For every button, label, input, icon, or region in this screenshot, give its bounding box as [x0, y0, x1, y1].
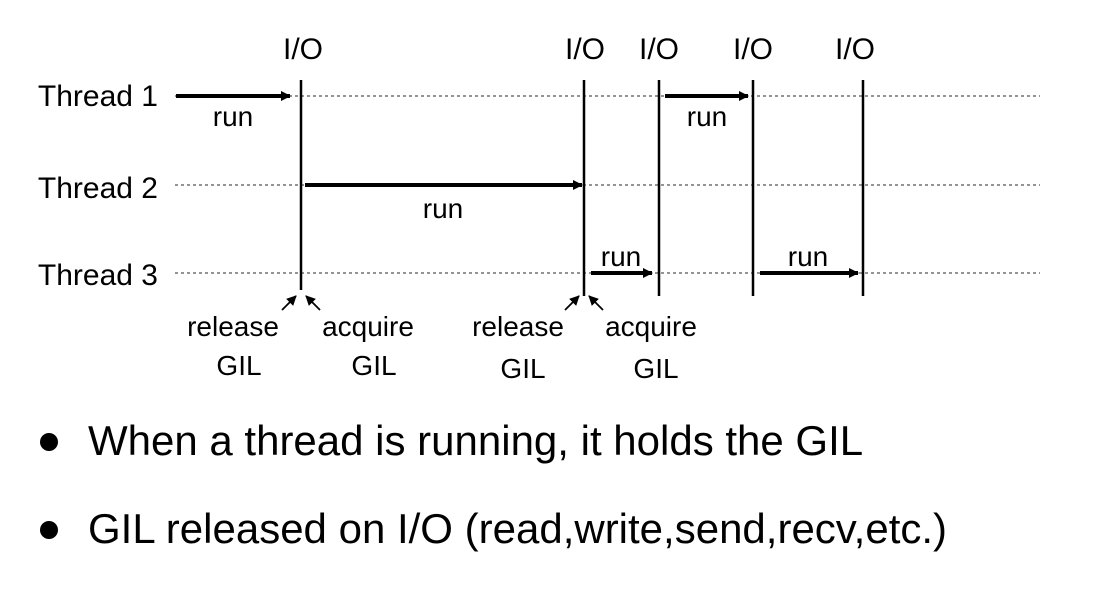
gil-release-label: GIL: [216, 350, 261, 381]
bullet-item: GIL released on I/O (read,write,send,rec…: [40, 506, 947, 552]
bullet-list: When a thread is running, it holds the G…: [40, 418, 947, 594]
gil-release-label: release: [187, 311, 279, 342]
gil-acquire-label: GIL: [351, 350, 396, 381]
slide: I/O I/O I/O I/O I/O Thread 1 Thread 2 Th…: [38, 33, 1040, 552]
thread-label-3: Thread 3: [38, 259, 158, 292]
run-label: run: [601, 241, 641, 272]
io-label: I/O: [639, 33, 679, 66]
run-label: run: [213, 101, 253, 132]
bullet-text: When a thread is running, it holds the G…: [88, 417, 864, 464]
bullet-text: GIL released on I/O (read,write,send,rec…: [88, 505, 948, 552]
io-label: I/O: [283, 33, 323, 66]
bullet-dot-icon: [40, 433, 58, 451]
gil-timeline-diagram: I/O I/O I/O I/O I/O Thread 1 Thread 2 Th…: [38, 33, 1040, 384]
release-pointer-arrow: [564, 295, 580, 311]
thread-label-1: Thread 1: [38, 80, 158, 113]
gil-acquire-label: acquire: [322, 311, 414, 342]
run-label: run: [423, 193, 463, 224]
io-label: I/O: [565, 33, 605, 66]
run-label: run: [788, 241, 828, 272]
io-label: I/O: [733, 33, 773, 66]
run-label: run: [687, 101, 727, 132]
acquire-pointer-arrow: [305, 295, 321, 311]
gil-release-label: release: [472, 311, 564, 342]
thread-label-2: Thread 2: [38, 172, 158, 205]
bullet-item: When a thread is running, it holds the G…: [40, 418, 947, 464]
acquire-pointer-arrow: [588, 295, 604, 311]
io-label: I/O: [835, 33, 875, 66]
gil-acquire-label: acquire: [605, 311, 697, 342]
release-pointer-arrow: [281, 295, 297, 311]
gil-release-label: GIL: [500, 353, 545, 384]
bullet-dot-icon: [40, 521, 58, 539]
gil-acquire-label: GIL: [633, 353, 678, 384]
